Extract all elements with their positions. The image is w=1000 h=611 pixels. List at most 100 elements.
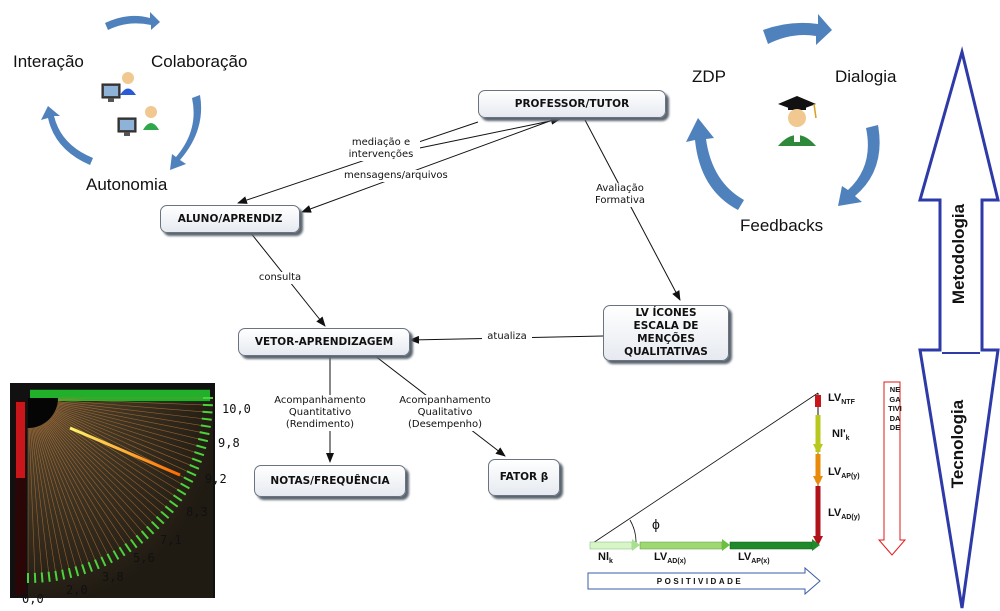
- lv-ad-y-label: LVAD(y): [828, 507, 860, 522]
- gauge-tick-mark: [67, 567, 73, 579]
- gauge-tick-mark: [196, 444, 207, 450]
- gauge-ray: [40, 425, 106, 567]
- gauge-tick-mark: [186, 470, 197, 477]
- dialogia-label: Dialogia: [835, 67, 897, 86]
- gauge-ray: [31, 427, 51, 582]
- cycle-arrow-icon: [105, 12, 160, 30]
- gauge-tick-mark: [199, 431, 210, 436]
- gauge-tick-mark: [189, 464, 200, 470]
- gauge-tick-mark: [200, 424, 211, 428]
- gauge-ray: [45, 422, 137, 548]
- gauge-tick-mark: [100, 556, 107, 567]
- cycle-arrow-icon: [763, 14, 832, 45]
- gauge-tick-mark: [106, 553, 113, 564]
- notas-frequencia-node: NOTAS/FREQUÊNCIA: [254, 465, 406, 497]
- gauge-tick-mark: [87, 561, 93, 572]
- hypotenuse: [589, 392, 819, 546]
- gauge-tick-mark: [155, 516, 165, 525]
- lv-icones-node: LV ÍCONES ESCALA DE MENÇÕES QUALITATIVAS: [603, 305, 729, 361]
- gauge-tick-label: 5,6: [133, 551, 155, 565]
- gauge-tick-label: 10,0: [222, 402, 251, 416]
- gauge-tick-mark: [201, 417, 212, 421]
- gauge-red-track: [15, 400, 26, 595]
- positividade-label: POSITIVIDADE: [656, 577, 744, 586]
- gauge-ray: [47, 420, 149, 539]
- gauge-ray: [57, 404, 208, 442]
- gauge-ray: [53, 413, 186, 495]
- gauge-ray: [48, 419, 154, 535]
- gauge-ray: [41, 424, 113, 563]
- gauge-tick-label: 3,8: [102, 570, 124, 584]
- gauge-ray: [56, 406, 205, 456]
- right-cycle-arrows: [686, 14, 880, 210]
- gauge: [10, 383, 215, 598]
- gauge-tick-mark: [124, 542, 132, 553]
- gauge-tick-label: 2,0: [66, 583, 88, 597]
- gauge-hub: [28, 398, 58, 428]
- gauge-tick-mark: [194, 451, 205, 457]
- gauge-tick-mark: [118, 546, 126, 557]
- cycle-arrow-icon: [686, 118, 744, 210]
- gauge-tick-mark: [146, 525, 155, 535]
- gauge-tick-mark: [202, 410, 213, 414]
- positividade-arrow: [587, 566, 821, 596]
- gauge-tick-mark: [191, 457, 202, 463]
- gauge-tick-mark: [61, 569, 66, 580]
- metodologia-tecnologia-arrow: [918, 46, 1000, 609]
- avaliacao-label: Avaliação Formativa: [587, 183, 653, 207]
- gauge-ray: [34, 427, 72, 578]
- negatividade-label: NEGATIVIDADE: [888, 385, 902, 433]
- mediacao-label: mediação e intervenções: [342, 137, 420, 161]
- left-cycle-arrows: [41, 12, 202, 170]
- gauge-tick-mark: [140, 530, 149, 540]
- gauge-tick-mark: [40, 572, 44, 583]
- lv-ntf-label: LVNTF: [828, 392, 855, 407]
- feedbacks-label: Feedbacks: [740, 216, 824, 235]
- gauge-tick-mark: [74, 566, 80, 577]
- gauge-tick-label: 7,1: [160, 533, 182, 547]
- lv-ap-y-label: LVAP(y): [828, 466, 860, 481]
- gauge-tick-label: 8,3: [186, 505, 208, 519]
- gauge-ray: [39, 425, 100, 570]
- gauge-ray: [57, 402, 211, 428]
- gauge-ray: [51, 416, 174, 513]
- graduate-icon: [778, 96, 817, 146]
- vector-diagram: [587, 381, 907, 596]
- nl-k-prime-label: Nl'k: [832, 428, 850, 443]
- gauge-ray: [44, 422, 132, 552]
- gauge-tick-label: 0,0: [22, 592, 44, 606]
- gauge-ray: [33, 427, 65, 580]
- gauge-tick-mark: [180, 482, 190, 490]
- gauge-ray: [30, 427, 43, 583]
- gauge-tick-mark: [54, 570, 58, 581]
- gauge-ray: [36, 426, 86, 575]
- fator-beta-node: FATOR β: [488, 459, 560, 496]
- gauge-ray: [49, 419, 160, 530]
- gauge-tick-mark: [47, 571, 51, 582]
- gauge-tick-mark: [81, 564, 87, 575]
- lv-icones-line1: LV ÍCONES: [635, 307, 697, 319]
- gauge-red-bar: [16, 402, 25, 478]
- gauge-tick-mark: [160, 510, 170, 519]
- gauge-ray: [57, 403, 210, 435]
- gauge-ray: [56, 405, 207, 449]
- consulta-label: consulta: [252, 272, 308, 284]
- gauge-tick-label: 9,8: [218, 436, 240, 450]
- lv-icones-line3: QUALITATIVAS: [624, 346, 708, 358]
- acompanhamento-qualitativo-label: Acompanhamento Qualitativo (Desempenho): [396, 395, 494, 431]
- gauge-ray: [57, 398, 213, 406]
- autonomia-label: Autonomia: [86, 175, 168, 194]
- gauge-tick-mark: [112, 550, 120, 560]
- gauge-tick-mark: [94, 559, 100, 570]
- nl-k-label: Nlk: [598, 551, 613, 566]
- colaboracao-label: Colaboração: [151, 52, 248, 71]
- gauge-tick-mark: [197, 437, 209, 443]
- gauge-ray: [50, 417, 169, 519]
- gauge-ray: [55, 410, 197, 476]
- cycle-arrow-icon: [838, 125, 880, 206]
- gauge-ray: [43, 423, 125, 556]
- gauge-tick-mark: [130, 538, 138, 549]
- zdp-label: ZDP: [692, 67, 726, 86]
- gauge-ray: [57, 400, 213, 413]
